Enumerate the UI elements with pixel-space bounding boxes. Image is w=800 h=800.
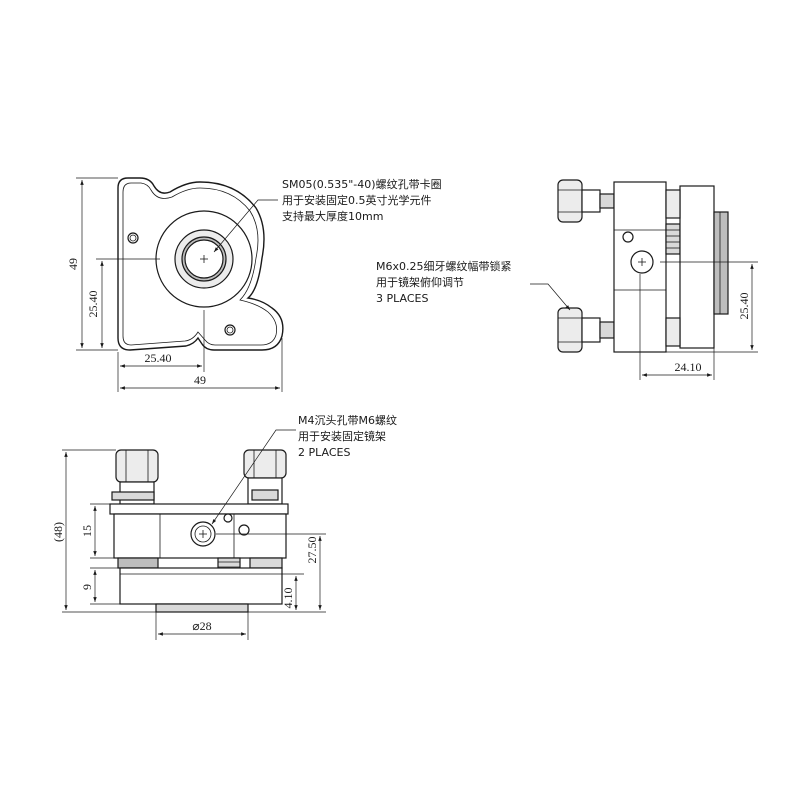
bottom-dim-offset: 4.10: [281, 588, 295, 609]
side-set-screw: [622, 231, 634, 243]
bottom-callout-line1: M4沉头孔带M6螺纹: [298, 413, 397, 427]
side-view: 25.40 24.10 M6x0.25细牙螺纹幅带锁紧 用于镜架俯仰调节 3 P…: [376, 179, 758, 380]
bottom-dim-diameter: ⌀28: [192, 619, 211, 633]
bottom-small-hole: [223, 513, 233, 523]
bottom-callout-line3: 2 PLACES: [298, 446, 350, 459]
bottom-callout-line2: 用于安装固定镜架: [298, 429, 386, 443]
side-dim-depth: 24.10: [675, 360, 702, 374]
bottom-view: (48) 15 9 27.50 4.10 ⌀28 M4沉头孔带M6螺纹 用于安装…: [51, 413, 397, 640]
bottom-lens-ring: [155, 603, 249, 613]
bottom-dim-block-height: 15: [80, 525, 94, 537]
side-dim-height-center: 25.40: [737, 293, 751, 320]
side-callout-line3: 3 PLACES: [376, 292, 428, 305]
side-knob-bottom: [557, 307, 583, 353]
bottom-base: [119, 567, 283, 605]
front-dim-width-overall: 49: [194, 373, 206, 387]
front-hole-top-left: [127, 232, 139, 244]
front-callout-line2: 用于安装固定0.5英寸光学元件: [282, 193, 432, 207]
front-callout-line1: SM05(0.535"-40)螺纹孔带卡圈: [282, 177, 442, 191]
bottom-dim-height-overall: (48): [51, 522, 65, 542]
bottom-knob-right: [243, 449, 287, 479]
side-front-plate: [679, 185, 715, 349]
front-body-outline: [117, 177, 284, 351]
bottom-dim-base-height: 9: [80, 584, 94, 590]
front-callout-line3: 支持最大厚度10mm: [282, 209, 383, 223]
side-callout-line2: 用于镜架俯仰调节: [376, 275, 464, 289]
front-dim-width-center: 25.40: [145, 351, 172, 365]
bottom-dim-center-height: 27.50: [305, 537, 319, 564]
bottom-knob-left: [115, 449, 159, 483]
front-dim-height-center: 25.40: [86, 291, 100, 318]
front-view: 49 25.40 25.40 49 SM05(0.535"-40)螺纹孔带卡圈 …: [66, 177, 442, 392]
front-hole-bottom-right: [224, 324, 236, 336]
front-dim-height-overall: 49: [66, 258, 80, 270]
side-lens-tube: [713, 211, 729, 315]
front-body-inner-outline: [122, 182, 278, 346]
side-callout-line1: M6x0.25细牙螺纹幅带锁紧: [376, 259, 512, 273]
bottom-top-plate: [109, 503, 289, 515]
side-knob-top: [557, 179, 583, 223]
side-spring: [665, 223, 681, 255]
bottom-side-hole: [238, 524, 250, 536]
